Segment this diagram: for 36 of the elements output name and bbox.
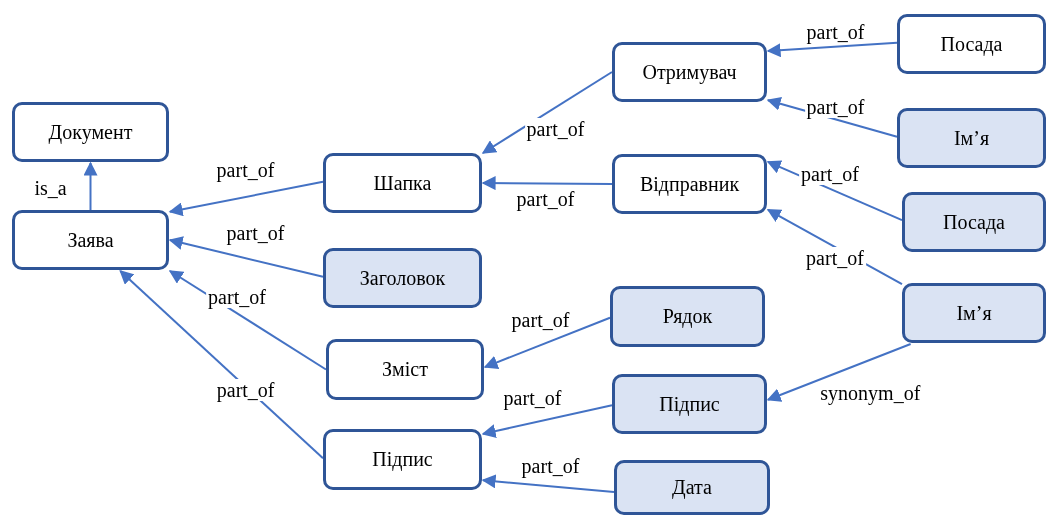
concept-box: Заява — [12, 210, 169, 270]
edge-label: part_of — [524, 117, 587, 140]
edge-label: part_of — [804, 247, 866, 269]
concept-box: Отримувач — [612, 42, 767, 102]
concept-box: Рядок — [610, 286, 765, 347]
concept-box: Дата — [614, 460, 770, 515]
edge-label: part_of — [519, 455, 582, 478]
arrow — [481, 176, 613, 191]
arrow — [766, 41, 898, 58]
edge-label: part_of — [224, 222, 287, 245]
concept-box: Шапка — [323, 153, 482, 213]
concept-box: Заголовок — [323, 248, 482, 308]
concept-box: Ім’я — [897, 108, 1046, 168]
arrow — [83, 161, 98, 211]
concept-box: Посада — [902, 192, 1046, 252]
arrow — [481, 71, 613, 154]
concept-box: Відправник — [612, 154, 767, 214]
arrow — [168, 236, 324, 278]
edge-label: part_of — [509, 309, 572, 332]
arrow — [766, 343, 912, 402]
concept-box: Зміст — [326, 339, 484, 400]
arrow — [168, 180, 324, 217]
arrow — [481, 474, 615, 493]
arrow — [168, 270, 327, 371]
arrow — [483, 316, 611, 369]
arrow — [481, 404, 613, 438]
concept-box: Ім’я — [902, 283, 1046, 343]
concept-box: Посада — [897, 14, 1046, 74]
edge-label: part_of — [206, 286, 268, 309]
arrow — [766, 160, 903, 222]
arrow — [119, 270, 324, 460]
concept-box: Підпис — [323, 429, 482, 490]
concept-box: Документ — [12, 102, 169, 162]
edge-label: part_of — [799, 163, 861, 185]
edge-label: part_of — [214, 378, 277, 401]
concept-box: Підпис — [612, 374, 767, 434]
